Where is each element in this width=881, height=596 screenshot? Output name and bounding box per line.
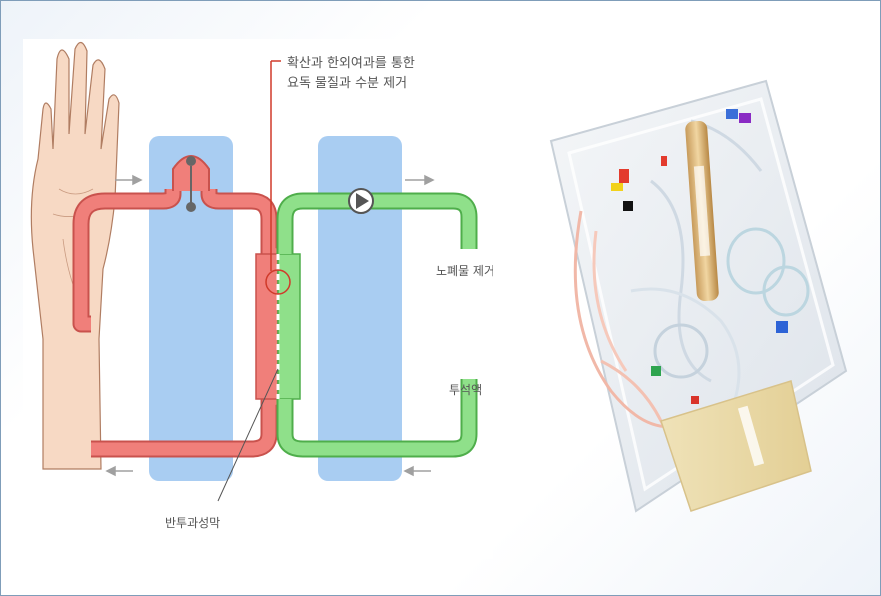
- label-dialysate: 투석액: [449, 383, 482, 397]
- dialysis-kit-photo: [541, 61, 871, 531]
- callout-membrane-line: [217, 368, 279, 502]
- callout-top-line2: 요독 물질과 수분 제거: [287, 76, 407, 91]
- tube-connectors: [611, 109, 788, 404]
- bubble-trap-icon: [172, 155, 210, 212]
- callout-top-line1: 확산과 한외여과를 통한: [287, 56, 415, 71]
- dialysis-diagram: 확산과 한외여과를 통한 요독 물질과 수분 제거 노폐물 제거 투석액 반투과…: [23, 39, 495, 559]
- label-waste-removal: 노폐물 제거: [436, 264, 493, 278]
- label-membrane: 반투과성막: [165, 516, 220, 530]
- membrane-highlight-circle: [265, 269, 291, 295]
- dialysate-chamber: [318, 136, 402, 481]
- blood-circuit: [72, 155, 282, 458]
- dialysate-circuit: [276, 188, 478, 458]
- blood-chamber: [149, 136, 233, 481]
- pump-icon: [348, 188, 374, 214]
- dialysis-diagram-svg: 확산과 한외여과를 통한 요독 물질과 수분 제거 노폐물 제거 투석액 반투과…: [30, 41, 495, 530]
- dialysis-kit-illustration: [549, 79, 848, 513]
- fluid-bag: [660, 380, 812, 512]
- flow-arrows: [105, 174, 435, 477]
